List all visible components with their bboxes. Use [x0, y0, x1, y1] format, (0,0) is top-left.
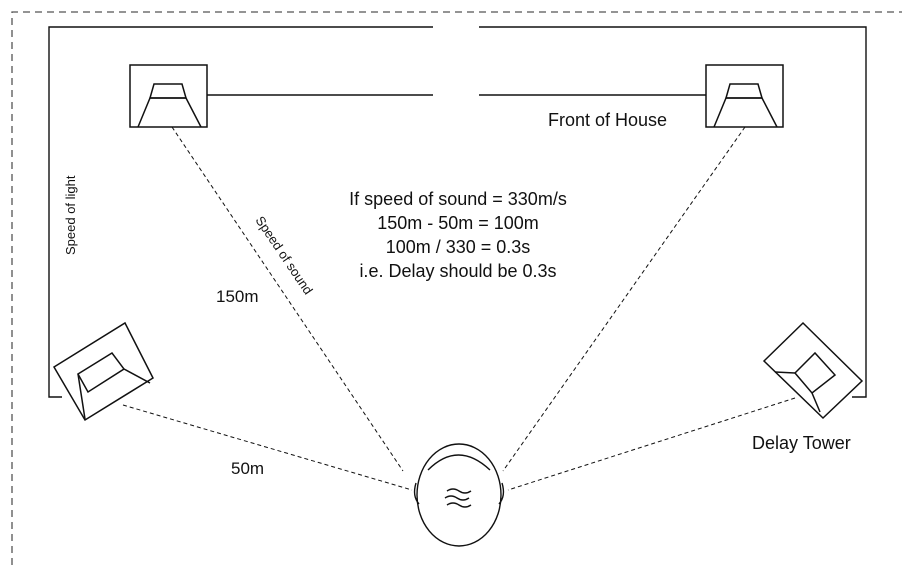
- path-right-delay: [507, 397, 796, 491]
- venue-walls: [48, 26, 867, 398]
- listener-head: [413, 443, 505, 547]
- outer-boundary: [11, 11, 902, 565]
- speed-of-sound-label: Speed of sound: [253, 213, 316, 297]
- calc-line-4: i.e. Delay should be 0.3s: [359, 261, 556, 281]
- front-of-house-label: Front of House: [548, 110, 667, 130]
- path-50m: [122, 404, 413, 491]
- calculation-block: If speed of sound = 330m/s 150m - 50m = …: [349, 189, 567, 281]
- calc-line-2: 150m - 50m = 100m: [377, 213, 539, 233]
- calc-line-1: If speed of sound = 330m/s: [349, 189, 567, 209]
- speaker-bottom-left: [52, 321, 154, 422]
- speaker-bottom-right: [762, 321, 864, 420]
- speed-of-light-label: Speed of light: [63, 175, 78, 255]
- distance-50m-label: 50m: [231, 459, 264, 478]
- sound-paths: [122, 126, 796, 491]
- delay-tower-label: Delay Tower: [752, 433, 851, 453]
- path-150m: [171, 126, 404, 472]
- speaker-top-left: [129, 64, 208, 128]
- speaker-top-right: [705, 64, 784, 128]
- distance-150m-label: 150m: [216, 287, 259, 306]
- path-right-main: [502, 126, 746, 472]
- calc-line-3: 100m / 330 = 0.3s: [386, 237, 531, 257]
